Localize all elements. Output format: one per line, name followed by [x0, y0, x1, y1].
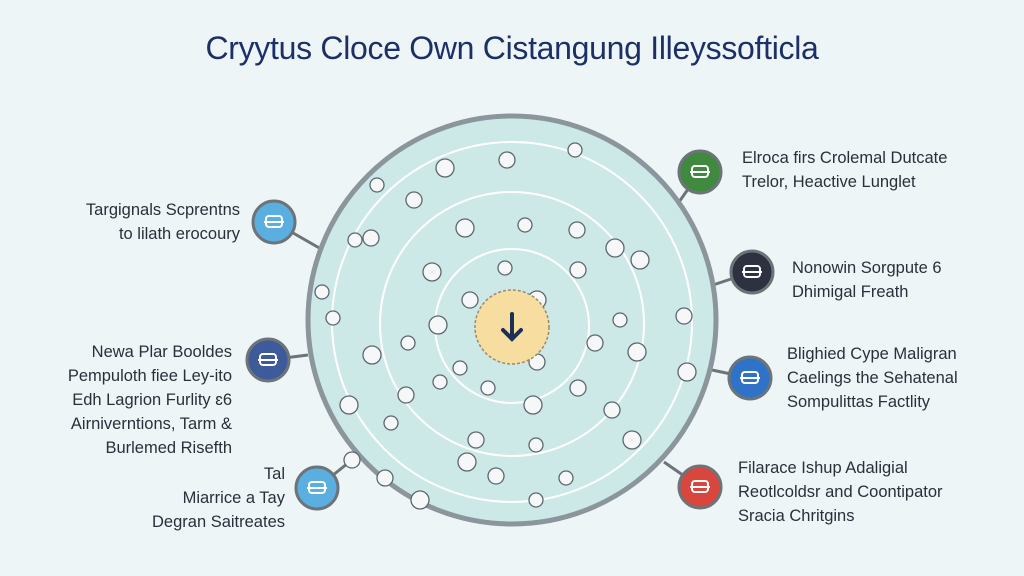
chat-icon — [307, 481, 327, 494]
pen-icon — [690, 165, 710, 178]
cell-blob — [455, 218, 475, 238]
cell-blob — [369, 177, 385, 193]
cell-blob — [497, 260, 513, 276]
cell-blob — [603, 401, 621, 419]
cell-blob — [517, 217, 533, 233]
node-label-line: Trelor, Heactive Lunglet — [742, 173, 916, 191]
cell-blob — [432, 374, 448, 390]
node-label-line: Edh Lagrion Furlity ɛ6 — [72, 391, 232, 409]
cell-blob — [457, 452, 477, 472]
node-label-line: Sracia Chritgins — [738, 507, 855, 525]
node-label-line: Miarrice a Tay — [182, 489, 285, 507]
node-label-line: Newa Plar Booldes — [91, 343, 232, 361]
dolphin-icon — [264, 215, 284, 228]
node-label-line: Filarace Ishup Adaligial — [738, 459, 908, 477]
cell-blob — [461, 291, 479, 309]
cell-blob — [362, 345, 382, 365]
cell-blob — [568, 221, 586, 239]
node-label: Nonowin Sorgpute 6 Dhimigal Freath — [792, 256, 942, 304]
node-dolphin-icon[interactable] — [251, 199, 297, 245]
cell-blob — [627, 342, 647, 362]
node-label-line: Reotlcoldsr and Coontipator — [738, 483, 943, 501]
node-chat-icon[interactable] — [294, 465, 340, 511]
cell-blob — [528, 437, 544, 453]
arrow-down-icon — [501, 312, 523, 342]
node-label: Targignals Scprentns to lilath erocoury — [86, 198, 240, 246]
node-label-line: Airniverntions, Tarm & — [70, 415, 232, 433]
cell-blob — [498, 151, 516, 169]
cell-blob — [339, 395, 359, 415]
node-label-line: Blighied Cype Maligran — [787, 345, 957, 363]
cell-blob — [325, 310, 341, 326]
center-node[interactable] — [474, 289, 550, 365]
hat-icon — [742, 265, 762, 278]
cell-blob — [523, 395, 543, 415]
cell-blob — [675, 307, 693, 325]
cell-blob — [622, 430, 642, 450]
cell-blob — [480, 380, 496, 396]
page-title: Cryytus Cloce Own Cistangung Illeyssofti… — [205, 30, 819, 66]
cell-blob — [343, 451, 361, 469]
cell-blob — [347, 232, 363, 248]
cell-blob — [630, 250, 650, 270]
cell-blob — [612, 312, 628, 328]
node-label-line: Pempuloth fiee Ley-ito — [67, 367, 232, 385]
ship-icon — [740, 371, 760, 384]
cell-blob — [405, 191, 423, 209]
node-label-line: Caelings the Sehatenal — [787, 369, 958, 387]
node-ship-icon[interactable] — [727, 355, 773, 401]
node-label-line: Dhimigal Freath — [792, 283, 909, 301]
node-label-line: Elroca firs Crolemal Dutcate — [742, 149, 948, 167]
cell-blob — [567, 142, 583, 158]
node-label-line: Burlemed Risefth — [105, 439, 232, 457]
card-icon — [690, 480, 710, 493]
node-label-line: Tal — [263, 465, 285, 483]
ring-middle — [379, 191, 645, 457]
cell-blob — [605, 238, 625, 258]
node-label-line: Degran Saitreates — [152, 513, 285, 531]
cell-blob — [362, 229, 380, 247]
node-label-line: Targignals Scprentns — [85, 201, 240, 219]
cell-blob — [422, 262, 442, 282]
cell-blob — [528, 492, 544, 508]
node-label-line: to lilath erocoury — [118, 225, 240, 243]
node-pen-icon[interactable] — [677, 149, 723, 195]
cell-blob — [397, 386, 415, 404]
node-label-line: Sompulittas Factlity — [787, 393, 931, 411]
cell-blob — [487, 467, 505, 485]
cell-blob — [383, 415, 399, 431]
cell-blob — [314, 284, 330, 300]
cell-blob — [586, 334, 604, 352]
cell-blob — [376, 469, 394, 487]
cell-blob — [410, 490, 430, 510]
node-graduation-cap-icon[interactable] — [245, 337, 291, 383]
cell-blob — [558, 470, 574, 486]
cell-blob — [467, 431, 485, 449]
cell-blob — [435, 158, 455, 178]
cell-blob — [677, 362, 697, 382]
node-hat-icon[interactable] — [729, 249, 775, 295]
cell-blob — [428, 315, 448, 335]
cell-blob — [569, 379, 587, 397]
cell-blob — [569, 261, 587, 279]
cell-blob — [400, 335, 416, 351]
node-card-icon[interactable] — [677, 464, 723, 510]
graduation-cap-icon — [258, 353, 278, 366]
node-label-line: Nonowin Sorgpute 6 — [792, 259, 942, 277]
cell-blob — [452, 360, 468, 376]
